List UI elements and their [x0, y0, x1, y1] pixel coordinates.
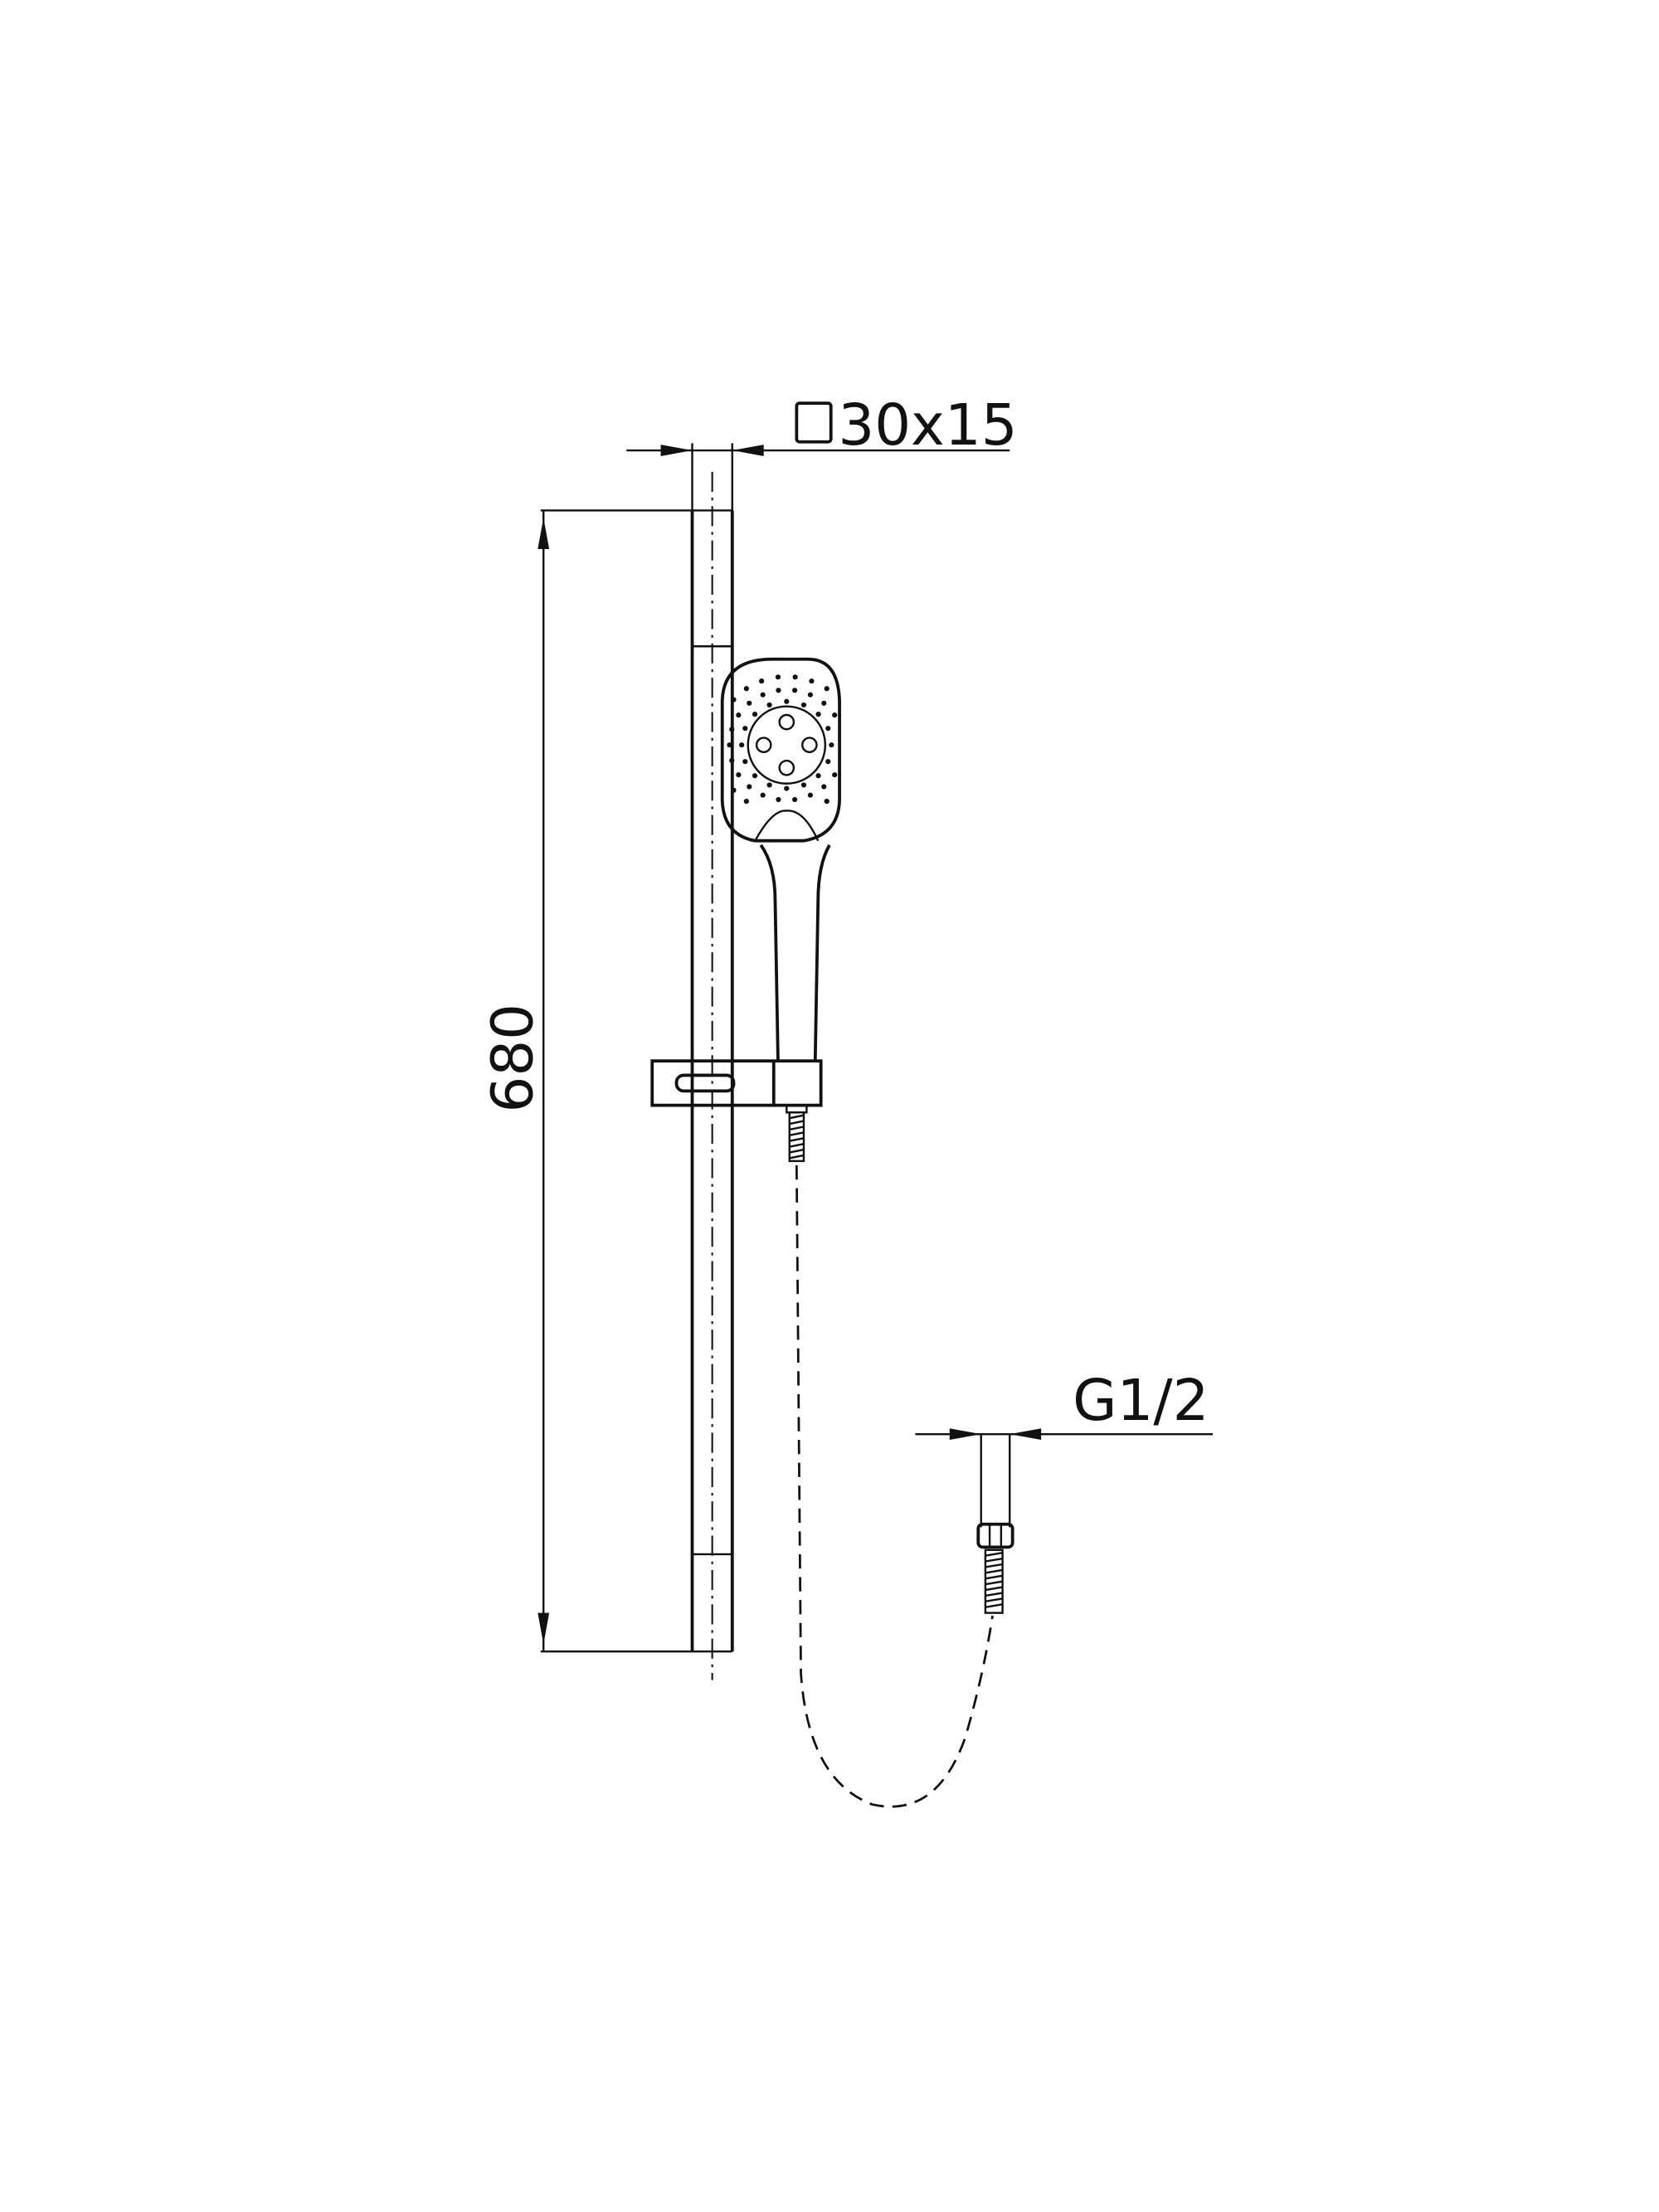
shower-hose [795, 1165, 994, 1808]
spray-nozzle [742, 726, 748, 732]
spray-nozzle [776, 688, 781, 693]
hand-shower [720, 657, 841, 1062]
spray-nozzle [832, 772, 838, 778]
spray-nozzle [807, 692, 814, 698]
spray-nozzle [809, 678, 815, 684]
spray-nozzle [739, 742, 745, 748]
spray-nozzle [815, 712, 821, 717]
spray-nozzle [821, 784, 827, 790]
spray-nozzle [792, 674, 798, 680]
spray-nozzle [800, 702, 807, 708]
shower-head [720, 657, 841, 843]
dial-jet [778, 713, 795, 731]
spray-nozzle [729, 757, 735, 764]
spray-nozzle [752, 712, 758, 717]
dial-jet [778, 759, 795, 776]
square-section-icon [795, 401, 833, 444]
spray-nozzle [743, 686, 749, 692]
spray-nozzle [766, 782, 772, 788]
spray-nozzle [825, 759, 831, 765]
spray-nozzle [760, 792, 766, 798]
spray-nozzle [731, 787, 737, 793]
dial-jet [755, 737, 772, 754]
spray-nozzle [760, 692, 766, 698]
spray-nozzle [747, 700, 752, 706]
spray-nozzle [800, 782, 807, 788]
spray-nozzles [727, 674, 838, 805]
spray-nozzle [792, 688, 798, 693]
rail-length-dimension: 680 [479, 510, 550, 1652]
spray-nozzle [815, 773, 821, 779]
dial-jet [801, 737, 818, 754]
spray-nozzle [743, 799, 749, 805]
spray-nozzle [807, 792, 814, 798]
wall-connector: G1/2 [915, 1368, 1214, 1614]
spray-nozzle [731, 697, 737, 702]
spray-nozzle [824, 799, 830, 805]
spray-nozzle [829, 742, 834, 748]
spray-nozzle [784, 698, 790, 704]
shower-handle [759, 843, 831, 1062]
spray-nozzle [752, 773, 758, 779]
spray-nozzle [742, 759, 748, 765]
spray-nozzle [727, 742, 732, 748]
spray-nozzle [759, 678, 765, 684]
rail-section-label: 30x15 [838, 392, 1017, 459]
spray-nozzle [825, 726, 831, 732]
spray-mode-dial [747, 705, 827, 785]
hose-thread-top [788, 1111, 805, 1163]
spray-nozzle [832, 712, 838, 718]
rail-width-dimension: 30x15 [626, 392, 1018, 511]
spray-nozzle [792, 796, 798, 803]
spray-nozzle [766, 702, 772, 708]
rail-length-label: 680 [479, 1004, 546, 1113]
spray-nozzle [824, 686, 830, 692]
spray-nozzle [821, 700, 827, 706]
spray-nozzle [784, 785, 790, 791]
spray-nozzle [736, 772, 742, 778]
spray-nozzle [729, 727, 735, 732]
connector-thread [984, 1548, 1004, 1614]
spray-nozzle [775, 674, 781, 680]
connector-thread-label: G1/2 [1073, 1368, 1209, 1434]
spray-nozzle [736, 712, 742, 718]
spray-nozzle [747, 784, 752, 790]
spray-nozzle [776, 796, 781, 803]
shower-holder [650, 1059, 823, 1163]
